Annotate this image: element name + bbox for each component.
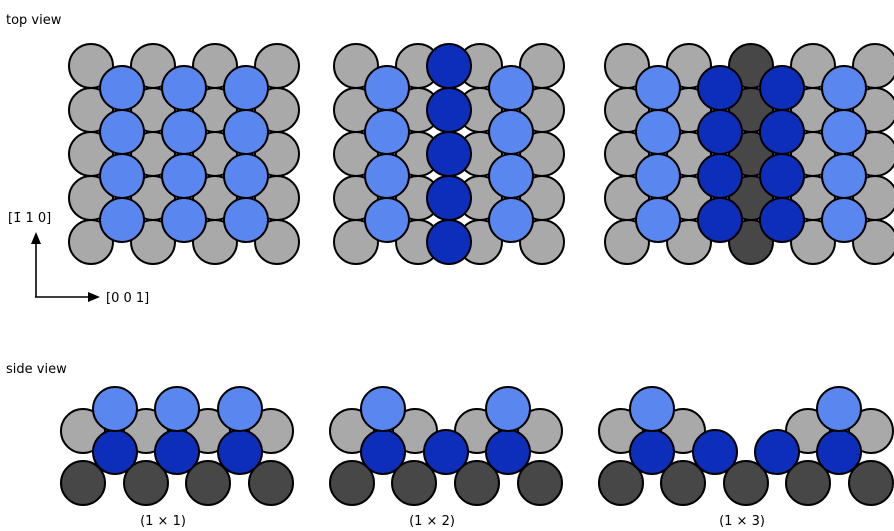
top-layer-atom [100, 110, 144, 154]
top-layer-atom [489, 154, 533, 198]
top-layer-atom [100, 66, 144, 110]
top-layer-atom [365, 110, 409, 154]
top-layer-atom [361, 387, 405, 431]
second-layer-atom [760, 110, 804, 154]
top-view-panel-1x3 [605, 44, 894, 264]
top-layer-atom [636, 154, 680, 198]
top-layer-atom [365, 154, 409, 198]
top-layer-atom [365, 198, 409, 242]
second-layer-atom [760, 198, 804, 242]
top-layer-atom [489, 110, 533, 154]
side-view-panel-1x3 [599, 387, 893, 505]
second-layer-atom [427, 44, 471, 88]
top-layer-atom [822, 198, 866, 242]
top-layer-atom [822, 110, 866, 154]
top-layer-atom [162, 66, 206, 110]
second-layer-atom [698, 198, 742, 242]
second-layer-atom [361, 430, 405, 474]
side-view-label: side view [6, 362, 67, 377]
second-layer-atom [427, 220, 471, 264]
second-layer-atom [218, 430, 262, 474]
caption-1x2: (1 × 2) [409, 514, 455, 529]
second-layer-atom [817, 430, 861, 474]
second-layer-atom [486, 430, 530, 474]
side-view-panel-1x2 [330, 387, 562, 505]
top-view-panel-1x1 [69, 44, 299, 264]
top-view-label: top view [6, 13, 62, 28]
top-layer-atom [224, 110, 268, 154]
top-layer-atom [93, 387, 137, 431]
vertical-axis-label: [1̄ 1 0] [8, 211, 51, 226]
top-layer-atom [630, 387, 674, 431]
top-layer-atom [100, 154, 144, 198]
top-layer-atom [636, 198, 680, 242]
top-layer-atom [489, 66, 533, 110]
second-layer-atom [698, 66, 742, 110]
caption-1x1: (1 × 1) [140, 514, 186, 529]
top-layer-atom [155, 387, 199, 431]
vertical-arrowhead-icon [31, 232, 41, 244]
second-layer-atom [427, 176, 471, 220]
top-layer-atom [822, 154, 866, 198]
top-layer-atom [162, 198, 206, 242]
top-layer-atom [218, 387, 262, 431]
second-layer-atom [424, 430, 468, 474]
second-layer-atom [93, 430, 137, 474]
second-layer-atom [427, 132, 471, 176]
side-view-panel-1x1 [61, 387, 293, 505]
second-layer-atom [755, 430, 799, 474]
second-layer-atom [760, 154, 804, 198]
second-layer-atom [155, 430, 199, 474]
top-layer-atom [822, 66, 866, 110]
top-layer-atom [365, 66, 409, 110]
top-layer-atom [162, 154, 206, 198]
horizontal-arrowhead-icon [88, 292, 100, 302]
top-layer-atom [224, 66, 268, 110]
second-layer-atom [698, 154, 742, 198]
horizontal-axis-label: [0 0 1] [106, 291, 149, 306]
top-layer-atom [486, 387, 530, 431]
top-layer-atom [636, 66, 680, 110]
second-layer-atom [760, 66, 804, 110]
second-layer-atom [427, 88, 471, 132]
second-layer-atom [698, 110, 742, 154]
top-layer-atom [162, 110, 206, 154]
top-layer-atom [636, 110, 680, 154]
top-layer-atom [100, 198, 144, 242]
top-layer-atom [489, 198, 533, 242]
top-layer-atom [224, 198, 268, 242]
second-layer-atom [630, 430, 674, 474]
caption-1x3: (1 × 3) [719, 514, 765, 529]
top-layer-atom [224, 154, 268, 198]
top-layer-atom [817, 387, 861, 431]
second-layer-atom [693, 430, 737, 474]
top-view-panel-1x2 [334, 44, 564, 264]
